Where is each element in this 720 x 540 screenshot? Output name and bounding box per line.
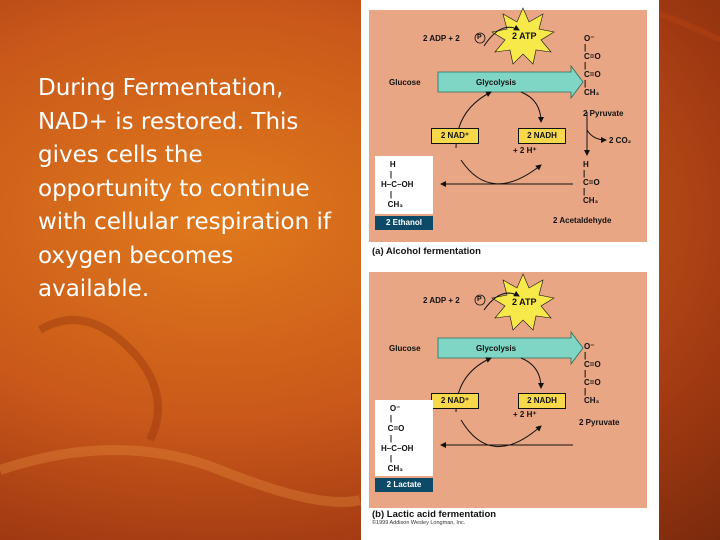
glycolysis-arrow-a (437, 64, 584, 100)
diagram-arrows (437, 7, 607, 448)
atp-label-a: 2 ATP (512, 31, 537, 41)
atp-star-a (491, 7, 555, 65)
acetaldehyde-label: 2 Acetaldehyde (553, 216, 612, 225)
caption-b: (b) Lactic acid fermentation (372, 509, 497, 520)
h-label-a: + 2 H⁺ (513, 146, 537, 155)
ethanol-label: 2 Ethanol (375, 216, 433, 230)
nadh-box-a: 2 NADH (518, 128, 566, 144)
h-label-b: + 2 H⁺ (513, 410, 537, 419)
glycolysis-arrow-b (437, 330, 584, 366)
nadh-box-b: 2 NADH (518, 393, 566, 409)
glycolysis-label-b: Glycolysis (476, 344, 517, 353)
ethanol-structure-box: H |H–C–OH | CH₃ (375, 156, 433, 214)
copyright-credit: ©1999 Addison Wesley Longman, Inc. (372, 520, 466, 526)
nad-box-a: 2 NAD⁺ (431, 128, 479, 144)
pi-label-b: P (477, 296, 482, 303)
pyruvate-label-b: 2 Pyruvate (579, 418, 620, 427)
lactate-label: 2 Lactate (375, 478, 433, 492)
acetaldehyde-structure: H|C=O|CH₃ (583, 160, 600, 205)
co2-label-a: 2 CO₂ (609, 136, 632, 145)
caption-a: (a) Alcohol fermentation (372, 246, 481, 257)
glucose-label-b: Glucose (389, 344, 421, 353)
glucose-label-a: Glucose (389, 78, 421, 87)
atp-label-b: 2 ATP (512, 297, 537, 307)
adp-label-b: 2 ADP + 2 (423, 296, 460, 305)
slide-body-text: During Fermentation, NAD+ is restored. T… (38, 75, 331, 302)
lactate-structure-box: O⁻ | C=O |H–C–OH | CH₃ (375, 400, 433, 476)
pi-label-a: P (477, 34, 482, 41)
nad-box-b: 2 NAD⁺ (431, 393, 479, 409)
pyruvate-structure-b: O⁻|C=O|C=O|CH₃ (584, 342, 601, 405)
fermentation-figure: 2 ADP + 2 P 2 ATP Glucose Glycolysis O⁻|… (361, 0, 659, 540)
pyruvate-label-a: 2 Pyruvate (583, 109, 624, 118)
atp-star-b (491, 273, 555, 331)
pyruvate-structure-a: O⁻|C=O|C=O|CH₃ (584, 34, 601, 97)
adp-label-a: 2 ADP + 2 (423, 34, 460, 43)
glycolysis-label-a: Glycolysis (476, 78, 517, 87)
